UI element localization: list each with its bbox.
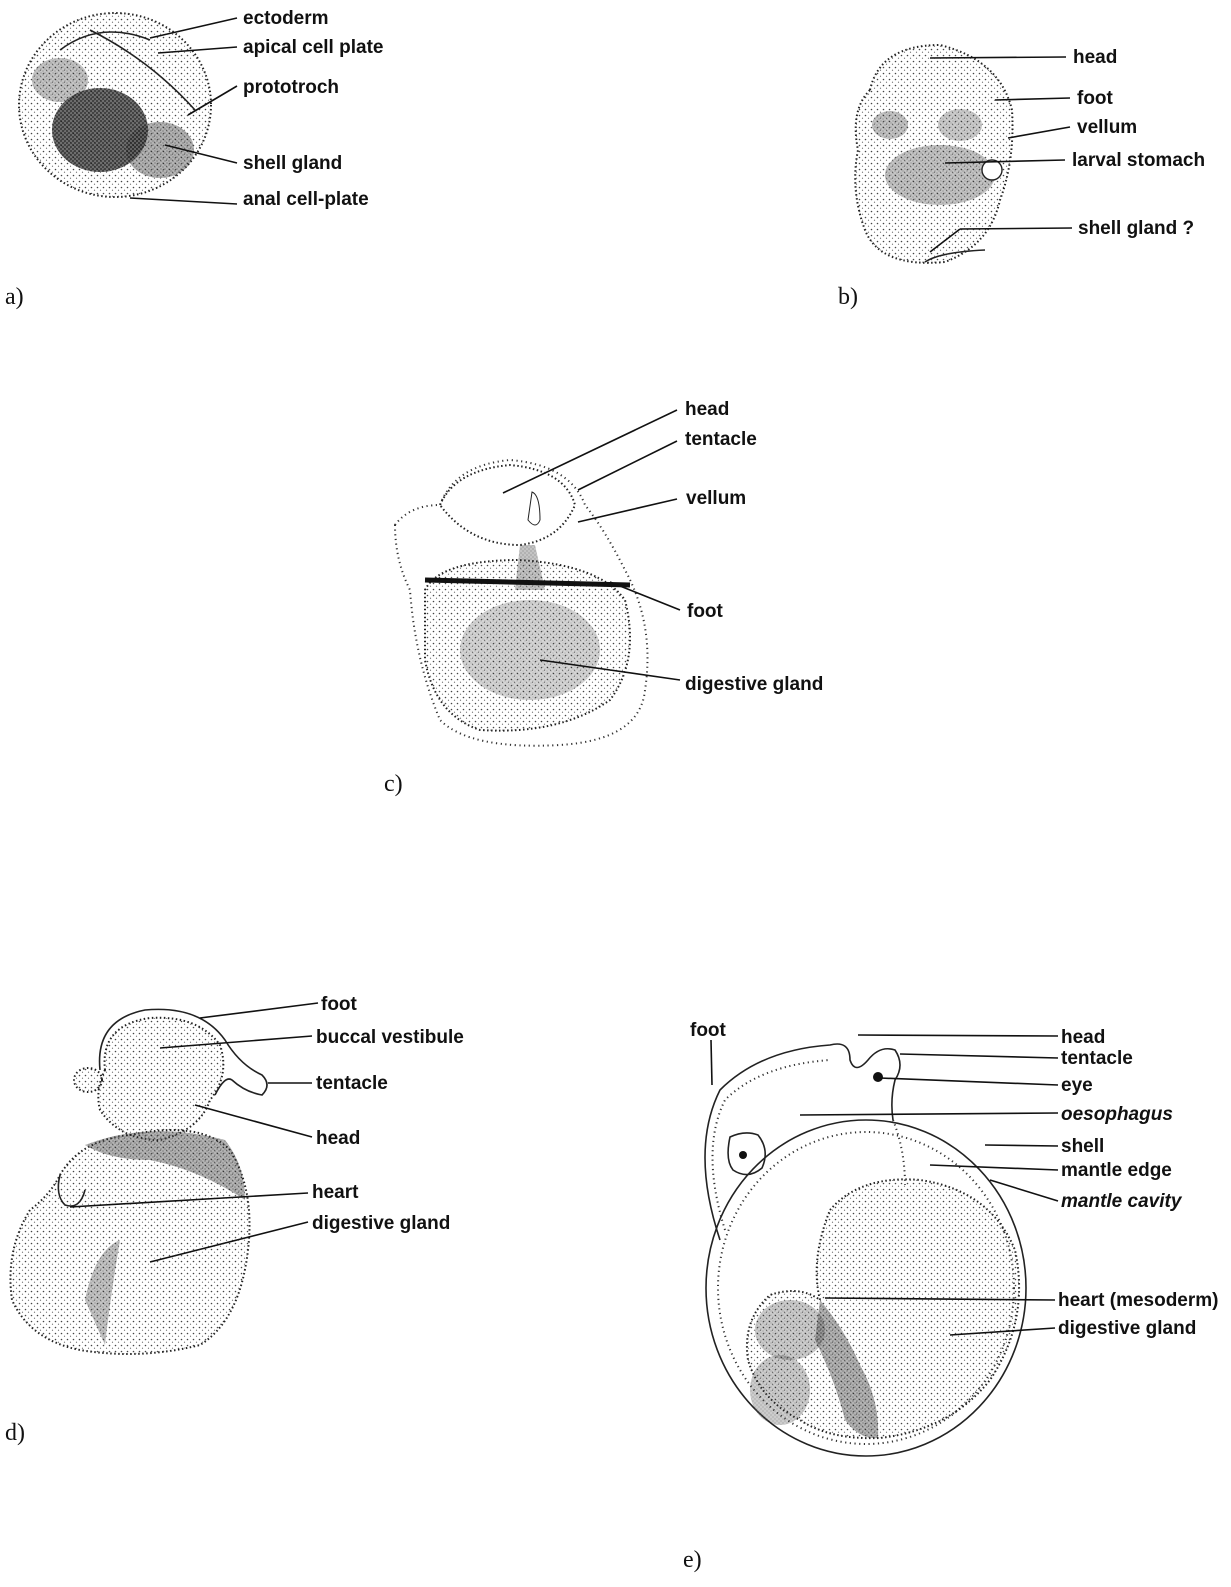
- label-foot: foot: [321, 994, 358, 1015]
- label-vellum: vellum: [1077, 117, 1137, 138]
- label-tentacle: tentacle: [316, 1073, 388, 1094]
- label-apical-cell-plate: apical cell plate: [243, 37, 383, 58]
- label-shell-gland-query: shell gland ?: [1078, 218, 1194, 239]
- panel-label-e: e): [683, 1547, 702, 1573]
- panel-d: foot buccal vestibule tentacle head hear…: [5, 994, 464, 1446]
- panel-a: ectoderm apical cell plate prototroch sh…: [5, 8, 383, 310]
- label-digestive-gland: digestive gland: [685, 674, 823, 695]
- label-heart: heart: [312, 1182, 359, 1203]
- label-prototroch: prototroch: [243, 77, 339, 98]
- label-shell-gland: shell gland: [243, 153, 342, 174]
- panel-a-illustration: [19, 13, 211, 197]
- label-anal-cell-plate: anal cell-plate: [243, 189, 369, 210]
- panel-b: head foot vellum larval stomach shell gl…: [838, 45, 1205, 310]
- label-vellum: vellum: [686, 488, 746, 509]
- label-larval-stomach: larval stomach: [1072, 150, 1205, 171]
- panel-label-c: c): [384, 771, 403, 797]
- label-foot: foot: [1077, 88, 1114, 109]
- label-eye: eye: [1061, 1075, 1093, 1096]
- label-foot: foot: [690, 1020, 727, 1041]
- panel-label-b: b): [838, 284, 858, 310]
- label-digestive-gland: digestive gland: [1058, 1318, 1196, 1339]
- label-head: head: [316, 1128, 360, 1149]
- label-head: head: [685, 399, 729, 420]
- label-head: head: [1073, 47, 1117, 68]
- panel-e: foot head tentacle eye oesophagus shell …: [683, 1020, 1219, 1573]
- label-mantle-edge: mantle edge: [1061, 1160, 1172, 1181]
- label-shell: shell: [1061, 1136, 1104, 1157]
- panel-label-d: d): [5, 1420, 25, 1446]
- label-head: head: [1061, 1027, 1105, 1048]
- label-tentacle: tentacle: [685, 429, 757, 450]
- label-heart-mesoderm: heart (mesoderm): [1058, 1290, 1219, 1311]
- panel-c-illustration: [395, 460, 648, 746]
- label-foot: foot: [687, 601, 724, 622]
- panel-e-illustration: [705, 1044, 1026, 1456]
- label-digestive-gland: digestive gland: [312, 1213, 450, 1234]
- label-mantle-cavity: mantle cavity: [1061, 1191, 1183, 1212]
- label-ectoderm: ectoderm: [243, 8, 329, 29]
- label-oesophagus: oesophagus: [1061, 1104, 1173, 1125]
- panel-c: head tentacle vellum foot digestive glan…: [384, 399, 823, 797]
- panel-d-illustration: [10, 1009, 267, 1354]
- label-buccal-vestibule: buccal vestibule: [316, 1027, 464, 1048]
- panel-label-a: a): [5, 284, 24, 310]
- panel-b-illustration: [855, 45, 1012, 263]
- label-tentacle: tentacle: [1061, 1048, 1133, 1069]
